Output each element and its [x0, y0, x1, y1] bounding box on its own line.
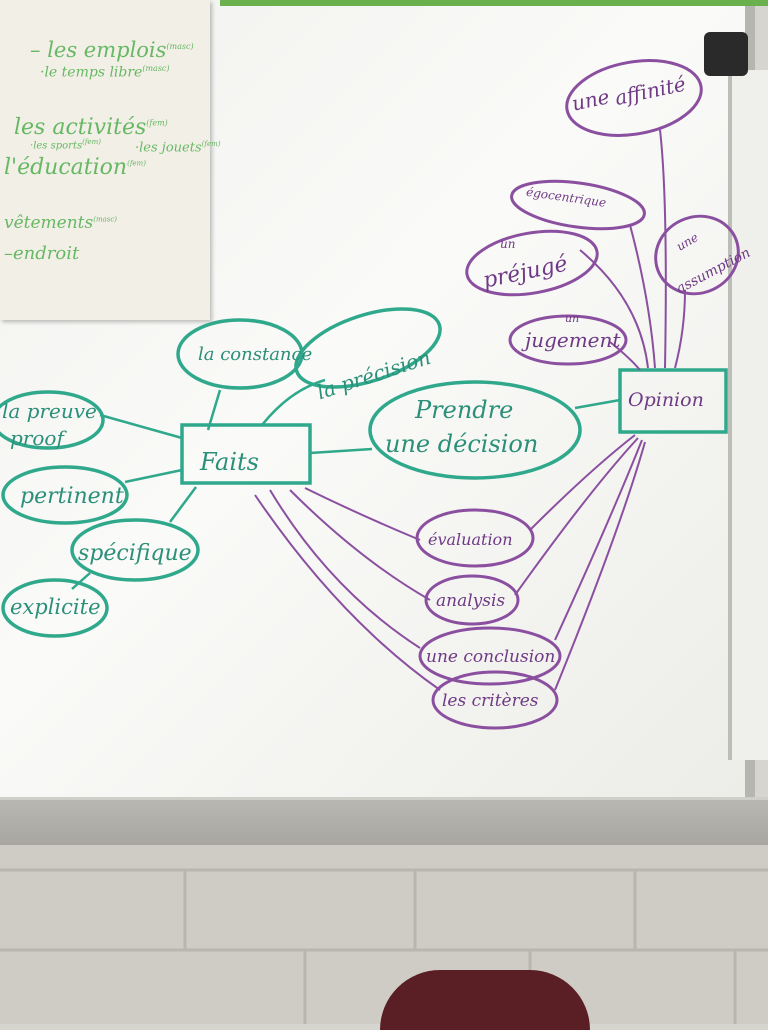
label-explicite: explicite: [10, 595, 101, 619]
label-specifique: spécifique: [78, 541, 192, 566]
label-opinion: Opinion: [628, 389, 704, 411]
label-jugement: jugement: [521, 328, 621, 352]
label-jugement-article: un: [565, 312, 579, 325]
label-affinite-article: une: [570, 84, 612, 115]
label-conclusion: une conclusion: [426, 647, 555, 667]
label-assumption-article: une: [674, 230, 701, 253]
label-affinite: affinité: [613, 72, 688, 110]
label-constance: la constance: [198, 344, 312, 365]
label-analysis: analysis: [436, 591, 505, 611]
label-decision-line2: une décision: [385, 430, 538, 458]
label-faits: Faits: [199, 448, 259, 476]
label-pertinent: pertinent: [20, 484, 124, 509]
label-prejuge-article: un: [500, 237, 515, 251]
label-decision-line1: Prendre: [414, 396, 513, 424]
label-evaluation: évaluation: [428, 530, 513, 549]
label-criteres: les critères: [442, 691, 539, 711]
label-preuve: la preuve: [2, 399, 97, 423]
label-proof: proof: [10, 426, 67, 450]
label-egocentrique: égocentrique: [525, 185, 607, 210]
